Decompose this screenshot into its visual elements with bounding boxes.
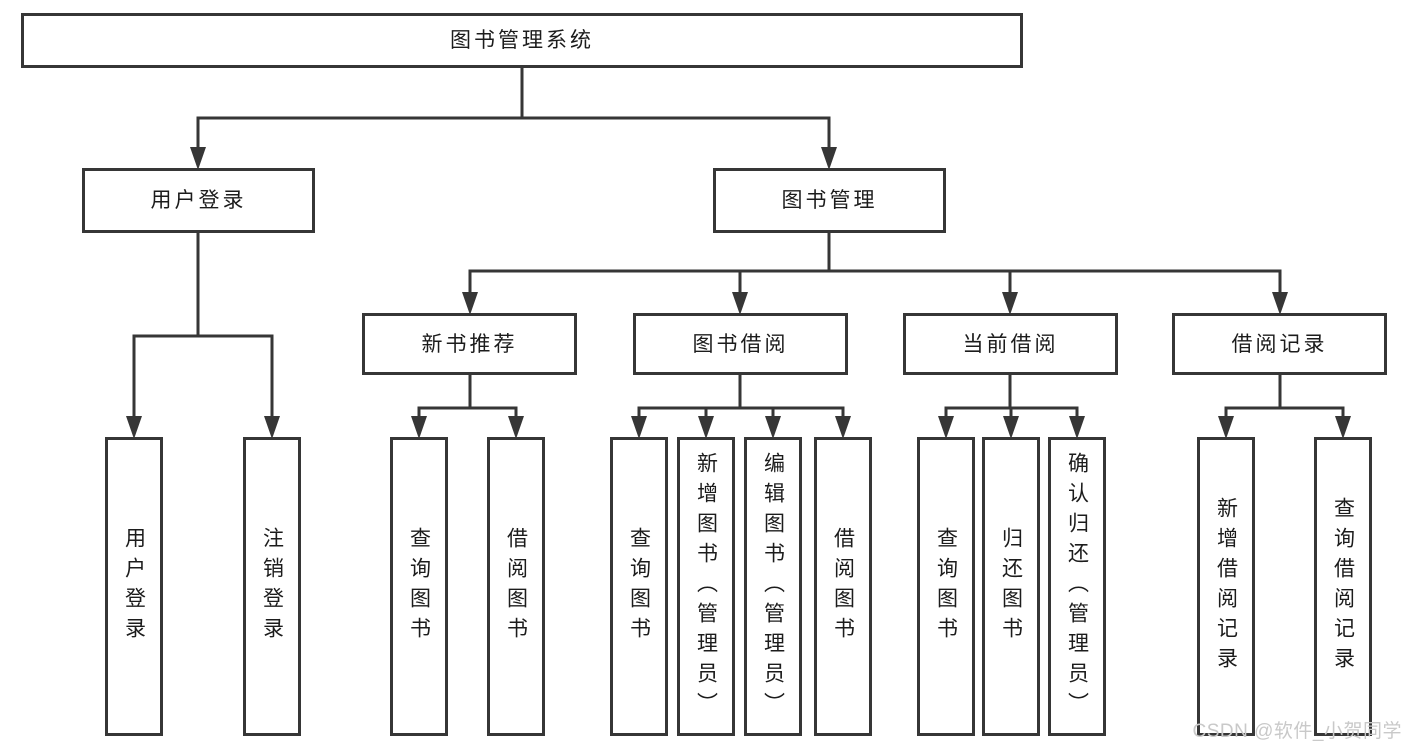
- csdn-watermark: CSDN @软件_小贺同学: [1192, 721, 1402, 742]
- leaf-add-book-admin: 新增图书（管理员）: [677, 437, 735, 736]
- node-book-management: 图书管理: [713, 168, 946, 233]
- node-current-borrow: 当前借阅: [903, 313, 1118, 375]
- leaf-borrow-book-2: 借阅图书: [814, 437, 872, 736]
- leaf-query-book-1: 查询图书: [390, 437, 448, 736]
- leaf-query-book-2: 查询图书: [610, 437, 668, 736]
- node-new-book-recommend: 新书推荐: [362, 313, 577, 375]
- node-system-root: 图书管理系统: [21, 13, 1023, 68]
- leaf-return-book: 归还图书: [982, 437, 1040, 736]
- leaf-borrow-book-1: 借阅图书: [487, 437, 545, 736]
- leaf-confirm-return-admin: 确认归还（管理员）: [1048, 437, 1106, 736]
- leaf-query-book-3: 查询图书: [917, 437, 975, 736]
- leaf-edit-book-admin: 编辑图书（管理员）: [744, 437, 802, 736]
- leaf-query-borrow-record: 查询借阅记录: [1314, 437, 1372, 736]
- node-user-login: 用户登录: [82, 168, 315, 233]
- leaf-add-borrow-record: 新增借阅记录: [1197, 437, 1255, 736]
- node-book-borrow: 图书借阅: [633, 313, 848, 375]
- leaf-logout: 注销登录: [243, 437, 301, 736]
- node-borrow-record: 借阅记录: [1172, 313, 1387, 375]
- leaf-user-login: 用户登录: [105, 437, 163, 736]
